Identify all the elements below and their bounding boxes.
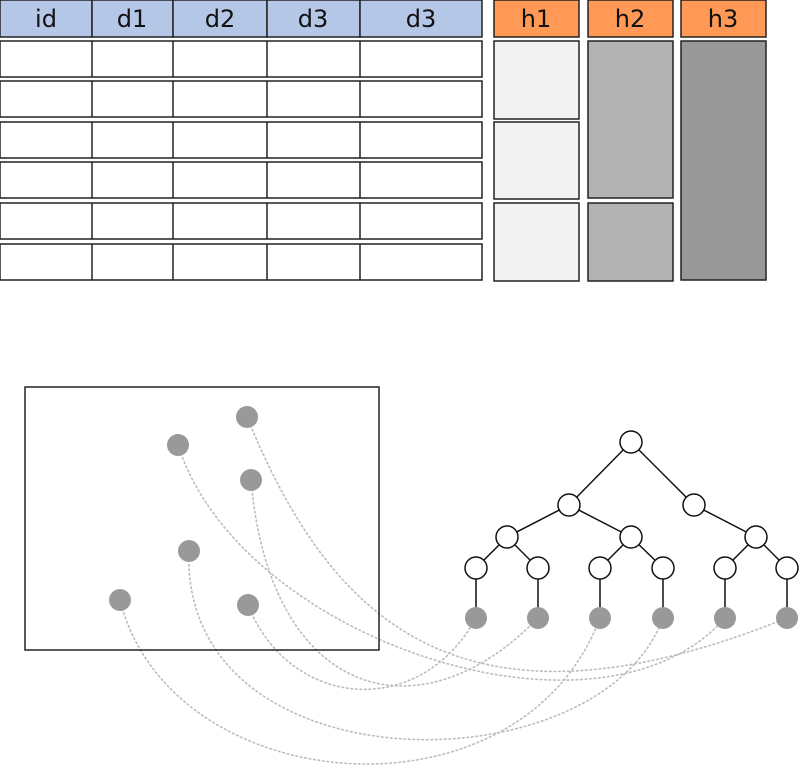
tree-leaf-node (589, 607, 611, 629)
tree-node (775, 556, 799, 580)
connection-link (246, 416, 788, 673)
header-label-d3b: d3 (406, 5, 437, 33)
connection-link (119, 599, 601, 765)
connection-link (188, 550, 664, 741)
header-label-id: id (35, 5, 57, 33)
tree-node (744, 525, 768, 549)
tree-node (682, 493, 706, 517)
tree-edge (568, 441, 632, 506)
header-label-h1: h1 (521, 5, 551, 33)
header-cell-d1 (91, 0, 174, 38)
tree (464, 430, 799, 629)
data-point (167, 434, 189, 456)
header-label-d2: d2 (205, 5, 236, 33)
tree-leaf-node (776, 607, 798, 629)
tree-leaf-node (714, 607, 736, 629)
data-point (237, 594, 259, 616)
header-cell-h2 (587, 0, 674, 38)
point-cloud-frame (24, 386, 380, 651)
header-label-h2: h2 (615, 5, 645, 33)
tree-leaf-node (652, 607, 674, 629)
hash-block-h3-1 (680, 40, 767, 281)
hash-block-h2-2 (587, 202, 674, 282)
table-row (0, 161, 483, 199)
table-row (0, 243, 483, 281)
header-cell-d3 (266, 0, 361, 38)
table-row (0, 121, 483, 159)
tree-leaves (465, 607, 798, 629)
connection-link (250, 479, 539, 687)
hash-block-h1-2 (493, 121, 580, 200)
header-label-d1: d1 (117, 5, 148, 33)
tree-node (557, 493, 581, 517)
header-cell-d3b (359, 0, 483, 38)
data-point (109, 589, 131, 611)
data-table: id d1 d2 d3 d3 (0, 0, 483, 281)
hash-block-h1-3 (493, 202, 580, 282)
data-point (240, 469, 262, 491)
data-point (236, 406, 258, 428)
tree-node (651, 556, 675, 580)
tree-node (464, 556, 488, 580)
header-cell-h1 (493, 0, 580, 38)
header-cell-h3 (680, 0, 767, 38)
tree-nodes (464, 430, 799, 580)
table-row (0, 202, 483, 240)
table-row (0, 40, 483, 78)
point-cloud (24, 386, 380, 651)
tree-node (526, 556, 550, 580)
data-table-rows (0, 40, 483, 281)
tree-node (619, 525, 643, 549)
data-point (178, 540, 200, 562)
table-row (0, 80, 483, 118)
tree-root-node (619, 430, 643, 454)
header-label-h3: h3 (708, 5, 738, 33)
hash-block-h1-1 (493, 40, 580, 120)
tree-node (713, 556, 737, 580)
tree-leaf-node (527, 607, 549, 629)
tree-node (588, 556, 612, 580)
tree-edge (630, 441, 695, 506)
header-label-d3: d3 (298, 5, 329, 33)
hash-table: h1 h2 h3 (493, 0, 767, 282)
connection-link (247, 604, 477, 691)
hash-block-h2-1 (587, 40, 674, 199)
tree-node (495, 525, 519, 549)
dotted-connections (119, 416, 788, 765)
data-table-header: id d1 d2 d3 d3 (0, 0, 483, 38)
tree-leaf-node (465, 607, 487, 629)
connection-link (177, 444, 726, 681)
